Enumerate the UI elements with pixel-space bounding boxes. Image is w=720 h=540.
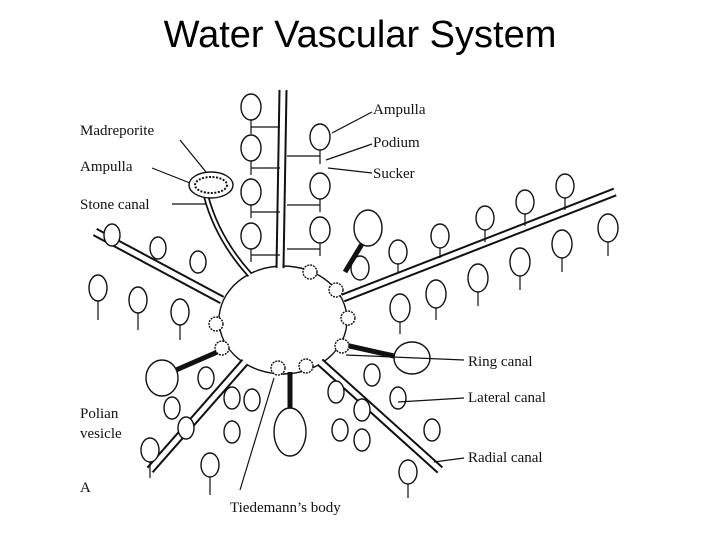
label-ring-canal: Ring canal (468, 354, 533, 370)
tube-feet-left-arm (88, 223, 207, 340)
label-polian-vesicle-line2: vesicle (80, 426, 122, 442)
label-polian-vesicle-line1: Polian (80, 406, 119, 422)
label-figure-letter: A (80, 480, 91, 496)
label-madreporite: Madreporite (80, 123, 154, 139)
slide-title: Water Vascular System (163, 14, 557, 56)
label-ampulla-left: Ampulla (80, 159, 133, 175)
label-tiedemanns-body: Tiedemann’s body (230, 500, 341, 516)
label-stone-canal: Stone canal (80, 197, 150, 213)
ring-canal (218, 265, 348, 375)
tiedemanns-bodies (208, 264, 356, 376)
leader-lines (151, 111, 465, 491)
label-lateral-canal: Lateral canal (468, 390, 546, 406)
tube-feet-lower-left-arm (140, 347, 261, 495)
tube-feet-upper-arm (240, 93, 331, 262)
polian-vesicle-bottom (273, 372, 307, 457)
madreporite (188, 171, 234, 199)
tube-feet-lower-right-arm (327, 341, 441, 498)
label-sucker: Sucker (373, 166, 415, 182)
label-radial-canal: Radial canal (468, 450, 543, 466)
tube-feet-right-arm (342, 173, 619, 334)
label-podium: Podium (373, 135, 420, 151)
label-ampulla-right: Ampulla (373, 102, 426, 118)
